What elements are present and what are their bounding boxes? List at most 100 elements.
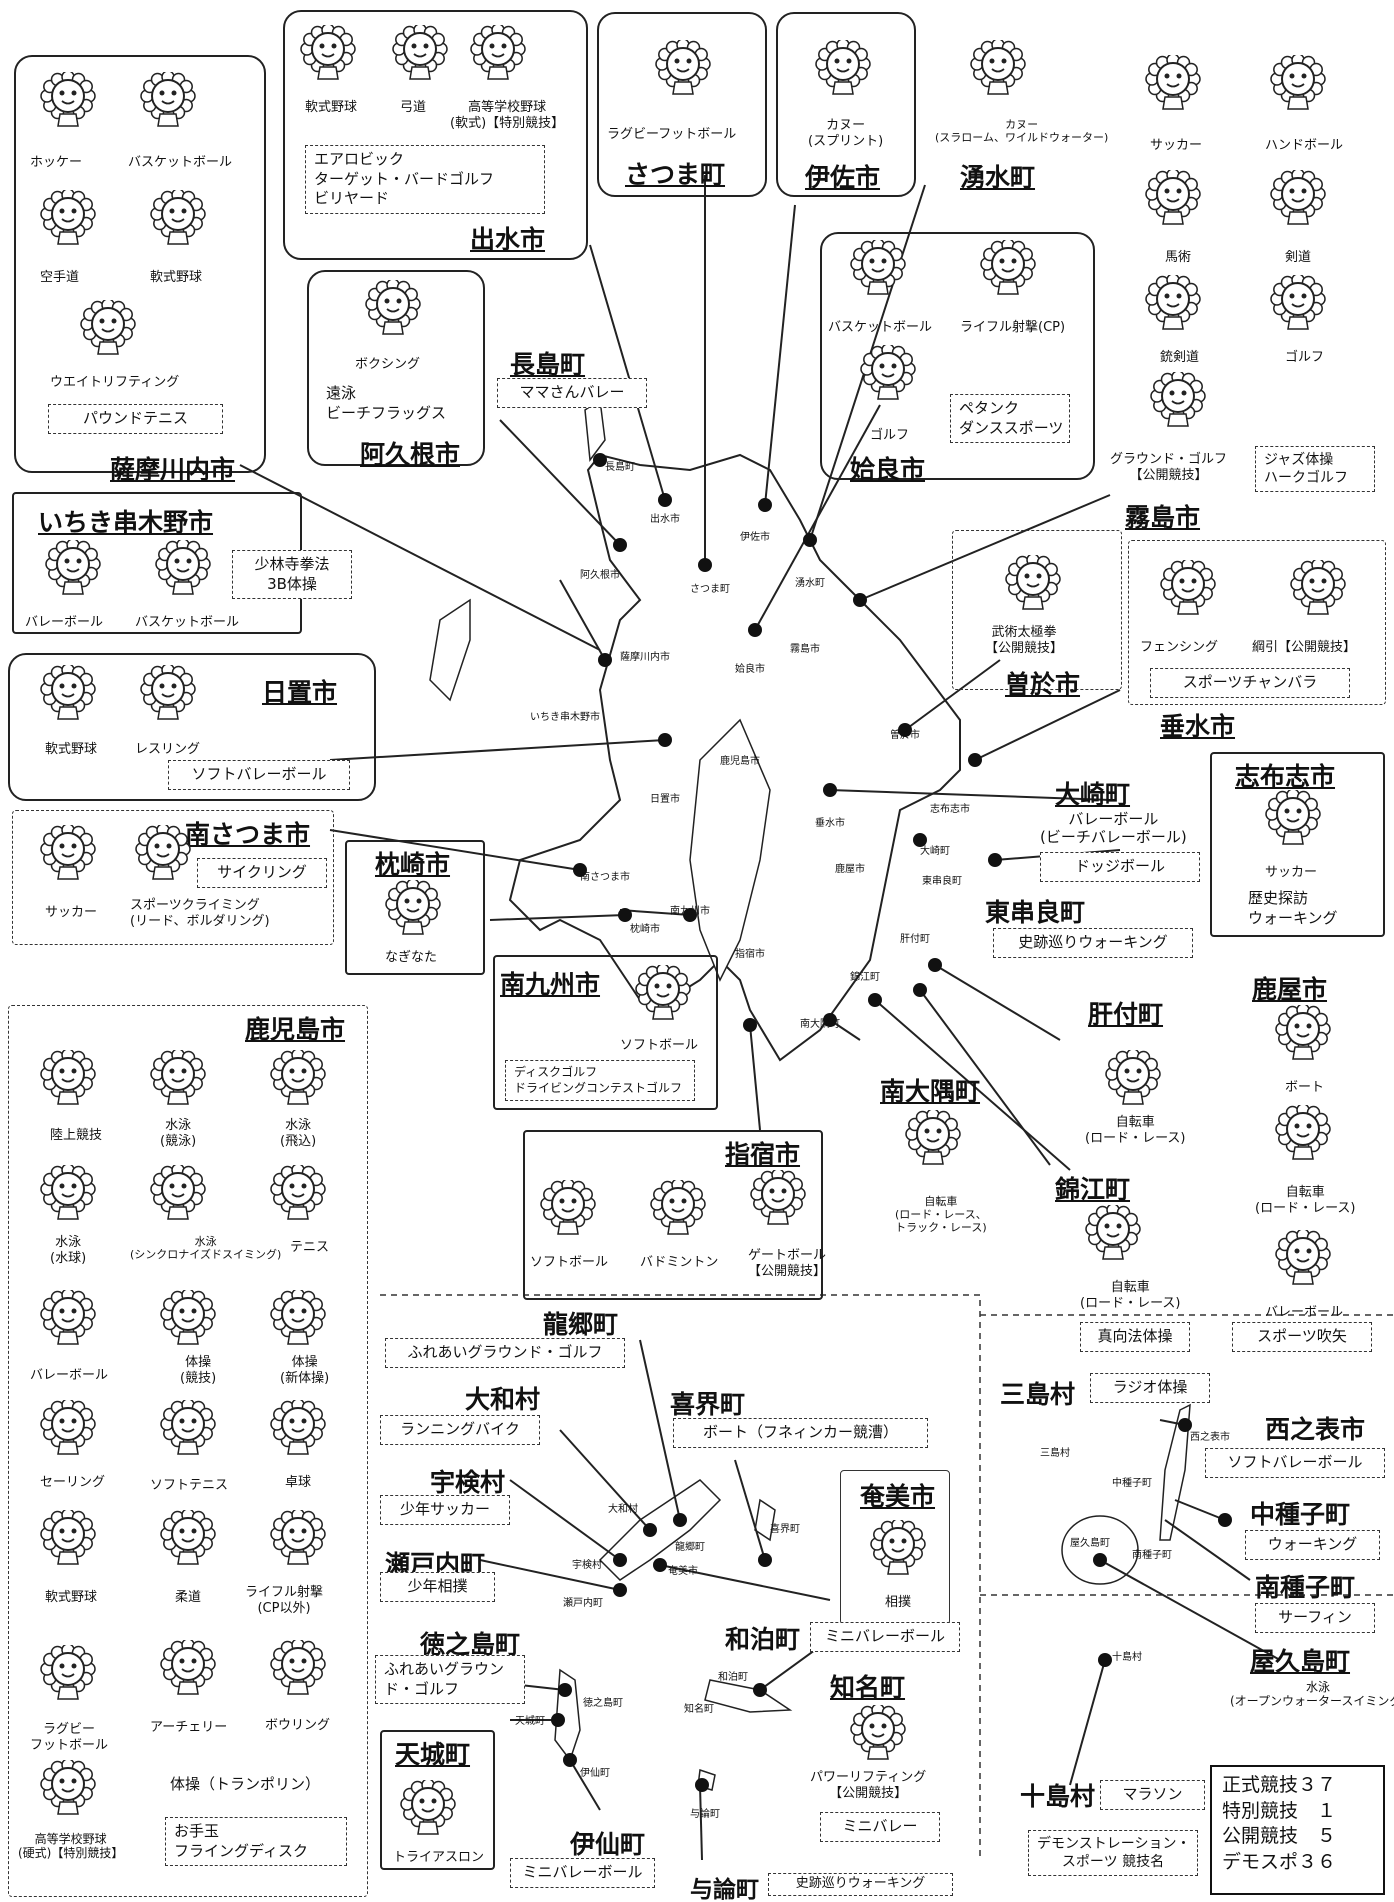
map-label: 天城町 [515,1716,545,1727]
map-label: 徳之島町 [583,1698,623,1709]
sport-label: ボクシング [355,357,421,372]
municipality-name: いちき串木野市 [38,508,214,537]
soo-panel [952,530,1122,690]
sport-label: パワーリフティング 【公開競技】 [810,1770,927,1801]
sport-label: 体操 (新体操) [280,1355,330,1386]
sport-label: バスケットボール [135,615,240,630]
mascot-icon [40,1758,96,1816]
tally-line: 公開競技 ５ [1222,1825,1337,1848]
tarumizu-panel [1128,540,1386,705]
municipality-name: 西之表市 [1265,1415,1366,1444]
demo-sport-box: ふれあいグラウン ド・ゴルフ [375,1655,525,1704]
map-label: 姶良市 [735,664,765,675]
sport-label: ラグビー フットボール [30,1722,109,1753]
municipality-name: 肝付町 [1088,1000,1164,1029]
demo-sport-box: ウォーキング [1245,1530,1380,1560]
mascot-icon [1145,53,1201,111]
municipality-name: 姶良市 [850,455,926,484]
map-label: 中種子町 [1112,1478,1152,1489]
demo-sport-box: スポーツチャンバラ [1150,668,1350,698]
tally-line: 特別競技 １ [1222,1799,1337,1822]
sport-label: 剣道 [1285,250,1312,265]
map-label: 三島村 [1040,1448,1070,1459]
sport-label: バドミントン [640,1255,719,1270]
map-label: 大崎町 [920,846,950,857]
map-label: 瀬戸内町 [563,1598,603,1609]
mascot-icon [1270,53,1326,111]
mascot-icon [1275,1103,1331,1161]
sport-label: ライフル射撃(CP) [960,320,1066,335]
municipality-name: 大崎町 [1055,780,1131,809]
map-label: さつま町 [690,584,730,595]
sport-label: 武術太極拳 【公開競技】 [985,625,1064,656]
sport-label: 高等学校野球 (軟式)【特別競技】 [450,100,565,131]
mascot-icon [1265,788,1321,846]
sport-label: サッカー [45,905,98,920]
municipality-name: 湧水町 [960,163,1036,192]
map-label: 東串良町 [922,876,962,887]
demo-upper-label: 体操（トランポリン） [170,1775,321,1793]
sport-label: ソフトテニス [150,1478,229,1493]
municipality-name: 鹿屋市 [1252,975,1328,1004]
sport-label: トライアスロン [393,1850,485,1865]
mascot-icon [45,538,101,596]
sport-label: ゲートボール 【公開競技】 [748,1248,827,1279]
municipality-name: 薩摩川内市 [110,455,236,484]
isa-panel [776,12,916,197]
mascot-icon [1145,273,1201,331]
municipality-name: 中種子町 [1250,1500,1351,1529]
demo-sport-box: サーフィン [1255,1603,1375,1633]
municipality-name: 南大隅町 [880,1077,981,1106]
map-label: 志布志市 [930,804,970,815]
municipality-name: 曽於市 [1005,670,1081,699]
sport-label: 自転車 (ロード・レース、 トラック・レース) [895,1195,987,1235]
sport-label: アーチェリー [150,1720,228,1735]
hioki-panel [8,653,376,801]
demo-sport-box: 遠泳 ビーチフラッグス [318,380,468,427]
map-label: いちき串木野市 [530,712,600,723]
sport-label: フェンシング [1140,640,1219,655]
sport-label: バスケットボール [128,155,233,170]
demo-sport-box: ママさんバレー [497,378,647,408]
municipality-name: 十島村 [1020,1782,1096,1811]
mascot-icon [40,663,96,721]
sport-label: なぎなた [385,950,438,965]
sport-label: 軟式野球 [150,270,203,285]
sport-label: 軟式野球 [45,742,98,757]
sport-label: ソフトボール [530,1255,609,1270]
demo-sport-box: ドッジボール [1040,852,1200,882]
mascot-icon [655,38,711,96]
map-label: 大和村 [608,1504,638,1515]
sport-label: バレーボール [1265,1305,1344,1320]
tanegashima [1159,1403,1191,1541]
mascot-icon [860,343,916,401]
demo-sport-box: スポーツ吹矢 [1232,1322,1372,1352]
mascot-icon [750,1168,806,1226]
sport-label: 馬術 [1165,250,1192,265]
mascot-icon [470,23,526,81]
mascot-icon [160,1638,216,1696]
municipality-name: 伊佐市 [805,163,881,192]
mascot-icon [40,70,96,128]
municipality-name: 垂水市 [1160,712,1236,741]
demo-sport-box: 少年サッカー [380,1495,510,1525]
municipality-name: 知名町 [830,1673,906,1702]
tally-line: デモスポ３６ [1222,1850,1337,1873]
sport-label: バスケットボール [828,320,933,335]
demo-sport-box: ラジオ体操 [1090,1373,1210,1403]
demo-sport-box: マラソン [1100,1780,1205,1810]
mascot-icon [40,1048,96,1106]
sport-label: ゴルフ [1285,350,1325,365]
municipality-name: 和泊町 [725,1625,801,1654]
demo-sport-box: ソフトバレーボール [1205,1448,1385,1478]
municipality-name: 志布志市 [1235,762,1336,791]
municipality-name: 東串良町 [985,898,1086,927]
map-label: 与論町 [690,1809,720,1820]
map-label: 曽於市 [890,730,920,741]
izumi-panel [283,10,588,260]
map-label: 喜界町 [770,1524,800,1535]
amami-oshima [598,1479,722,1581]
municipality-name: 指宿市 [725,1140,801,1169]
mascot-icon [1105,1048,1161,1106]
aira-panel [820,232,1095,480]
